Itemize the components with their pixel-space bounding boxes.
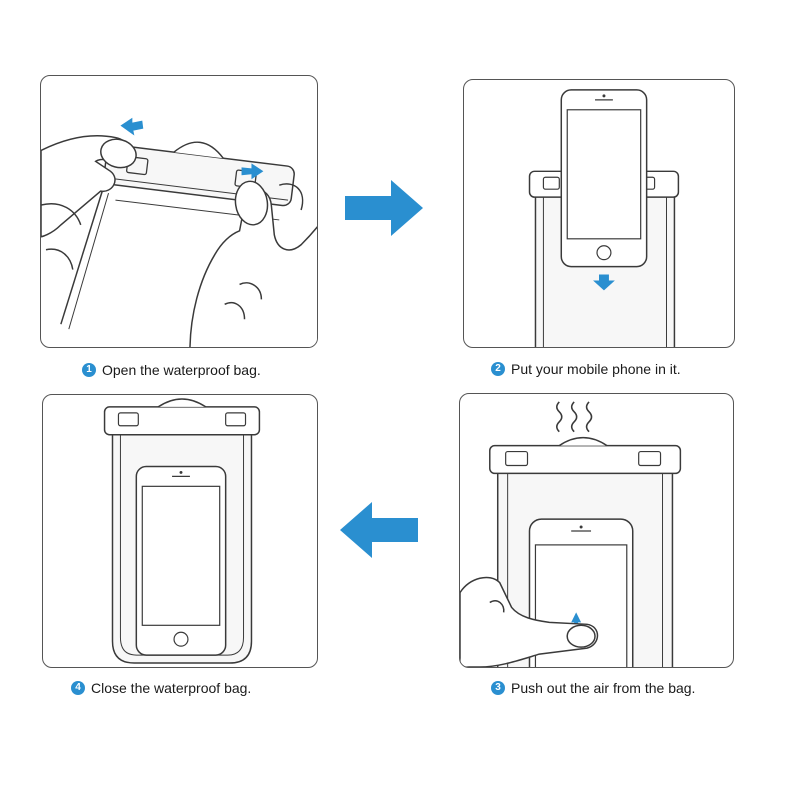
bag-top-strip: [489, 444, 682, 475]
step-number-badge: 4: [71, 681, 85, 695]
bag-top-strip: [103, 406, 261, 436]
step-1-panel: [40, 75, 318, 348]
step-number-badge: 3: [491, 681, 505, 695]
closed-bag-illustration: [103, 398, 261, 664]
insert-down-arrow: [593, 274, 615, 291]
bag-left-edge: [60, 189, 104, 325]
pull-up-arrow: [120, 117, 144, 136]
step-text: Push out the air from the bag.: [511, 680, 696, 696]
right-hand: [189, 180, 317, 347]
pull-right-arrow: [241, 163, 264, 180]
left-hand: [41, 135, 137, 270]
step-number-badge: 1: [82, 363, 96, 377]
insert-phone-illustration: [528, 89, 680, 347]
air-waves-icon: [556, 401, 593, 433]
step-3-panel: [459, 393, 734, 668]
arrow-left-icon: [340, 502, 418, 558]
step-4-panel: [42, 394, 318, 668]
arrow-right-icon: [345, 180, 423, 236]
step-number-badge: 2: [491, 362, 505, 376]
phone: [560, 89, 648, 268]
step-3-caption: 3 Push out the air from the bag.: [491, 680, 695, 696]
step-1-caption: 1 Open the waterproof bag.: [82, 362, 261, 378]
step-text: Put your mobile phone in it.: [511, 361, 681, 377]
open-bag-illustration: [41, 117, 317, 347]
step-4-caption: 4 Close the waterproof bag.: [71, 680, 251, 696]
hand: [460, 576, 599, 667]
push-air-illustration: [460, 401, 682, 667]
step-text: Close the waterproof bag.: [91, 680, 252, 696]
phone: [135, 465, 227, 656]
step-2-panel: [463, 79, 735, 348]
step-2-caption: 2 Put your mobile phone in it.: [491, 361, 681, 377]
step-text: Open the waterproof bag.: [102, 362, 261, 378]
push-up-arrow: [571, 612, 582, 631]
